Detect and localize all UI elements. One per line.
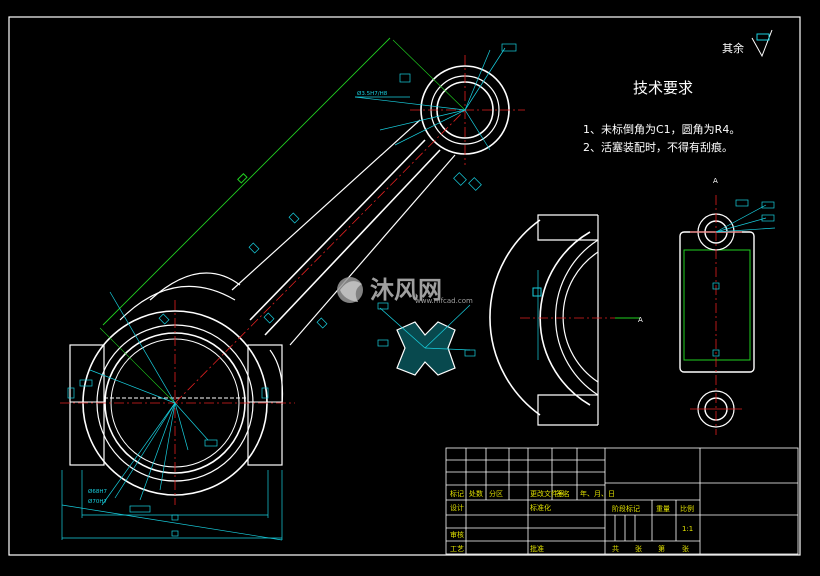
svg-text:第: 第 bbox=[658, 544, 665, 553]
svg-text:更改文件号: 更改文件号 bbox=[530, 489, 565, 498]
svg-text:标记: 标记 bbox=[450, 489, 464, 498]
svg-text:工艺: 工艺 bbox=[450, 545, 464, 553]
tech-note-2: 2、活塞装配时，不得有刮痕。 bbox=[583, 140, 733, 154]
tech-note-1: 1、未标倒角为C1，圆角为R4。 bbox=[583, 122, 740, 136]
dim-big-bore-2: Ø70H7 bbox=[88, 498, 107, 505]
dim-small-bore: Ø3.5H7/H8 bbox=[357, 90, 388, 97]
svg-text:审核: 审核 bbox=[450, 530, 464, 539]
svg-text:年、月、日: 年、月、日 bbox=[580, 489, 615, 498]
dim-big-bore-1: Ø68H7 bbox=[88, 488, 107, 495]
drawing-border bbox=[8, 16, 801, 556]
svg-text:共: 共 bbox=[612, 544, 619, 553]
section-label-side: A bbox=[638, 316, 643, 324]
roughness-symbol-icon bbox=[751, 29, 773, 58]
shank-cross-section bbox=[377, 302, 476, 376]
svg-text:重量: 重量 bbox=[656, 505, 670, 513]
watermark: 沐风网 www.mfcad.com bbox=[337, 276, 473, 305]
end-view bbox=[679, 195, 776, 435]
title-block-text: 标记 处数 分区 更改文件号 签名 年、月、日 设计 审核 工艺 标准化 批准 … bbox=[450, 489, 694, 553]
watermark-logo-icon bbox=[337, 277, 363, 303]
svg-text:张: 张 bbox=[635, 544, 642, 553]
svg-text:批准: 批准 bbox=[530, 544, 544, 553]
svg-text:比例: 比例 bbox=[680, 504, 694, 513]
title-block bbox=[445, 447, 799, 555]
side-view-half bbox=[489, 214, 640, 426]
svg-text:分区: 分区 bbox=[489, 489, 503, 498]
surface-note: 其余 bbox=[722, 41, 744, 55]
watermark-url: www.mfcad.com bbox=[415, 297, 473, 305]
svg-text:设计: 设计 bbox=[450, 503, 464, 512]
connecting-rod-main-view: Ø68H7 Ø70H7 Ø3.5H7/H8 bbox=[60, 37, 525, 541]
tech-requirements-title: 技术要求 bbox=[633, 79, 693, 97]
section-label-end: A bbox=[713, 177, 718, 185]
svg-text:1:1: 1:1 bbox=[682, 525, 693, 533]
svg-text:标准化: 标准化 bbox=[530, 503, 551, 512]
svg-text:处数: 处数 bbox=[469, 489, 483, 498]
svg-text:阶段标记: 阶段标记 bbox=[612, 504, 640, 513]
svg-text:张: 张 bbox=[682, 544, 689, 553]
watermark-brand: 沐风网 bbox=[370, 276, 442, 304]
svg-text:签名: 签名 bbox=[556, 489, 570, 498]
